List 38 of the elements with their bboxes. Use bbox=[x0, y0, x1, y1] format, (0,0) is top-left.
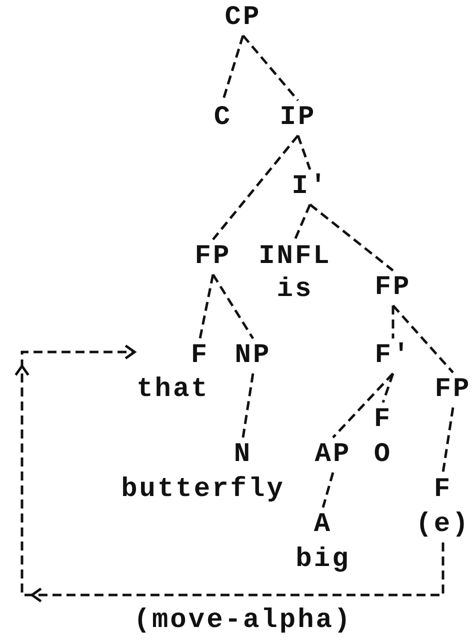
category-label: AP bbox=[314, 438, 352, 472]
word-label: butterfly bbox=[120, 474, 286, 506]
branch-line bbox=[198, 274, 214, 339]
category-label: I' bbox=[290, 170, 330, 204]
category-label: CP bbox=[224, 2, 262, 34]
category-label: F bbox=[190, 340, 210, 372]
word-label: big bbox=[294, 544, 352, 576]
word-label: that bbox=[136, 374, 210, 406]
category-label: INFL bbox=[258, 240, 332, 274]
category-label: F' bbox=[374, 340, 412, 372]
category-label: FP bbox=[434, 374, 472, 406]
movement-arrow bbox=[14, 344, 444, 602]
branch-line bbox=[296, 135, 312, 170]
branch-line bbox=[242, 34, 299, 102]
branch-line bbox=[242, 373, 254, 438]
word-label: is bbox=[276, 274, 314, 306]
category-label: IP bbox=[278, 102, 318, 134]
branch-line bbox=[212, 274, 254, 340]
category-label: F bbox=[372, 404, 394, 436]
category-label: F bbox=[432, 474, 454, 506]
branch-line bbox=[222, 35, 244, 101]
branch-line bbox=[322, 472, 334, 508]
word-label: O bbox=[372, 438, 394, 472]
branch-line bbox=[442, 407, 454, 473]
word-label: (e) bbox=[414, 508, 472, 542]
branch-line bbox=[294, 204, 312, 240]
branch-line bbox=[212, 134, 299, 240]
category-label: NP bbox=[234, 340, 272, 372]
branch-line bbox=[382, 373, 394, 403]
category-label: A bbox=[312, 508, 334, 542]
branch-line bbox=[332, 372, 394, 438]
branch-line bbox=[392, 306, 394, 338]
category-label: N bbox=[232, 438, 254, 472]
category-label: FP bbox=[194, 240, 232, 274]
branch-line bbox=[309, 204, 394, 272]
category-label: FP bbox=[374, 272, 412, 304]
branch-line bbox=[392, 304, 454, 374]
category-label: C bbox=[212, 102, 234, 134]
